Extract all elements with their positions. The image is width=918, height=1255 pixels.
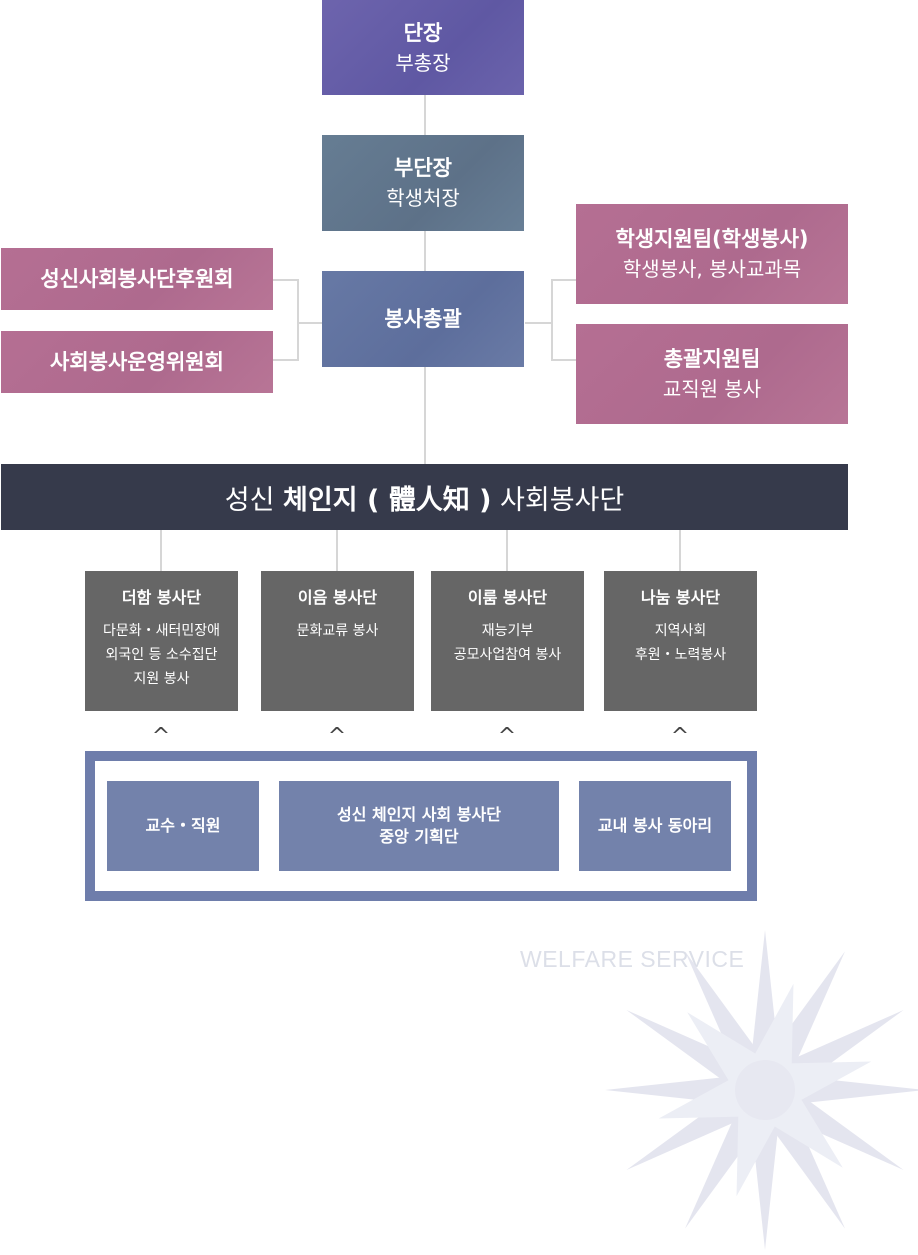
banner-bold: 체인지 ( 體人知 ) — [283, 484, 492, 516]
general-title: 봉사총괄 — [384, 307, 462, 331]
committee-box-operation: 사회봉사운영위원회 — [1, 331, 273, 393]
connector-left-bracket-bottom — [273, 359, 299, 361]
watermark-text: WELFARE SERVICE — [520, 946, 745, 972]
committee-support-label: 성신사회봉사단후원회 — [40, 267, 234, 291]
connector-right-bracket-bottom — [551, 359, 576, 361]
caret-up-icon: ^ — [327, 724, 347, 749]
bottom-box-clubs: 교내 봉사 동아리 — [579, 781, 731, 871]
bottom-faculty-label: 교수・직원 — [145, 816, 221, 835]
committee-operation-label: 사회봉사운영위원회 — [50, 350, 224, 374]
deputy-box: 부단장 학생처장 — [322, 135, 524, 231]
star-emblem-icon — [605, 930, 918, 1250]
bottom-clubs-label: 교내 봉사 동아리 — [597, 816, 713, 835]
unit-irum-title: 이룸 봉사단 — [467, 588, 548, 607]
banner-suffix: 사회봉사단 — [491, 484, 625, 516]
general-box: 봉사총괄 — [322, 271, 524, 367]
team-student-subtitle: 학생봉사, 봉사교과목 — [622, 257, 802, 281]
unit-deoham-title: 더함 봉사단 — [121, 588, 202, 607]
connector-right-to-general — [525, 322, 552, 324]
unit-deoham-desc: 다문화・새터민장애 외국인 등 소수집단 지원 봉사 — [102, 623, 221, 687]
bottom-planning-label: 성신 체인지 사회 봉사단 중앙 기획단 — [337, 805, 501, 846]
connector-right-bracket-top — [551, 279, 576, 281]
banner-prefix: 성신 — [224, 484, 284, 516]
main-banner: 성신 체인지 ( 體人知 ) 사회봉사단 — [1, 464, 848, 530]
connector-banner-unit-4 — [679, 530, 681, 571]
connector-left-bracket-top — [273, 279, 299, 281]
caret-up-icon: ^ — [497, 724, 517, 749]
deputy-subtitle: 학생처장 — [386, 186, 460, 210]
connector-top-deputy — [424, 95, 426, 135]
caret-up-icon: ^ — [670, 724, 690, 749]
team-box-student: 학생지원팀(학생봉사) 학생봉사, 봉사교과목 — [576, 204, 848, 304]
team-general-subtitle: 교직원 봉사 — [662, 377, 762, 401]
committee-box-support: 성신사회봉사단후원회 — [1, 248, 273, 310]
team-student-title: 학생지원팀(학생봉사) — [615, 227, 809, 251]
connector-deputy-general — [424, 231, 426, 271]
connector-left-to-general — [297, 322, 324, 324]
unit-nanum-title: 나눔 봉사단 — [640, 588, 721, 607]
bottom-box-faculty: 교수・직원 — [107, 781, 259, 871]
connector-right-bracket-vertical — [551, 279, 553, 361]
connector-banner-unit-1 — [160, 530, 162, 571]
director-subtitle: 부총장 — [395, 50, 451, 75]
unit-box-ieum: 이음 봉사단 문화교류 봉사 — [261, 571, 414, 711]
team-general-title: 총괄지원팀 — [663, 347, 761, 371]
unit-irum-desc: 재능기부 공모사업참여 봉사 — [453, 623, 562, 663]
caret-up-icon: ^ — [151, 724, 171, 749]
unit-box-irum: 이룸 봉사단 재능기부 공모사업참여 봉사 — [431, 571, 584, 711]
unit-nanum-desc: 지역사회 후원・노력봉사 — [634, 623, 727, 663]
unit-box-nanum: 나눔 봉사단 지역사회 후원・노력봉사 — [604, 571, 757, 711]
connector-left-bracket-vertical — [297, 279, 299, 361]
unit-box-deoham: 더함 봉사단 다문화・새터민장애 외국인 등 소수집단 지원 봉사 — [85, 571, 238, 711]
unit-ieum-desc: 문화교류 봉사 — [296, 623, 379, 639]
connector-general-banner — [424, 367, 426, 464]
director-title: 단장 — [403, 20, 443, 45]
team-box-general: 총괄지원팀 교직원 봉사 — [576, 324, 848, 424]
deputy-title: 부단장 — [394, 156, 452, 180]
director-box: 단장 부총장 — [322, 0, 524, 95]
connector-banner-unit-3 — [506, 530, 508, 571]
bottom-box-planning: 성신 체인지 사회 봉사단 중앙 기획단 — [279, 781, 559, 871]
connector-banner-unit-2 — [336, 530, 338, 571]
unit-ieum-title: 이음 봉사단 — [297, 588, 378, 607]
